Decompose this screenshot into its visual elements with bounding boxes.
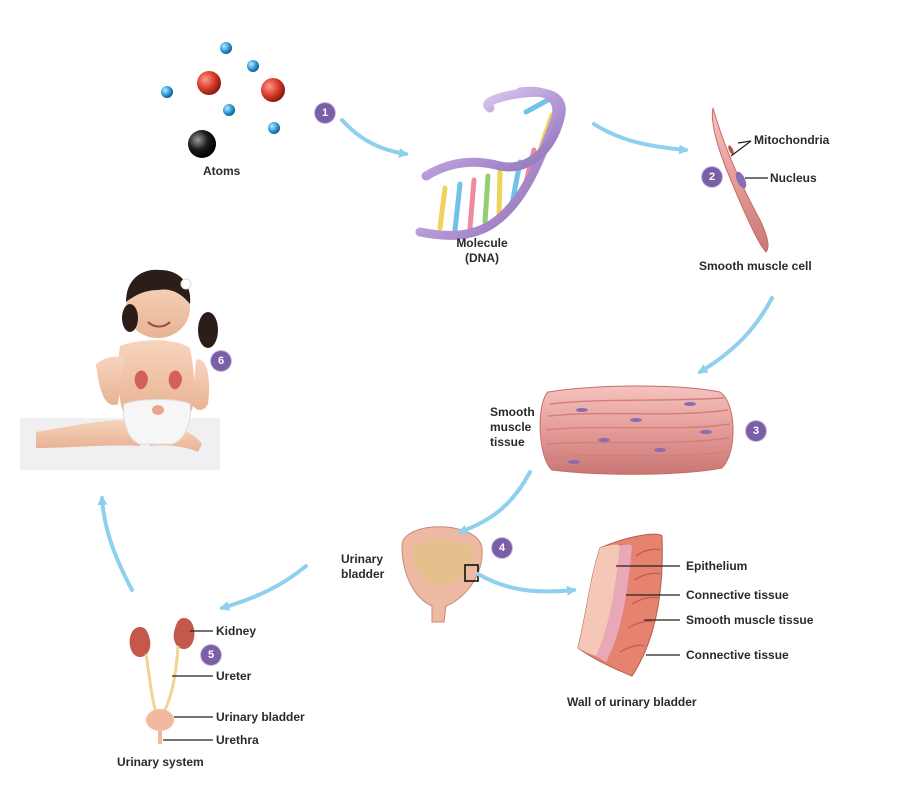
mitochondria-shape: [728, 145, 734, 155]
nucleus-shape: [735, 171, 747, 189]
system-part-ureter-label: Ureter: [216, 669, 252, 683]
atoms-label: Atoms: [203, 164, 241, 178]
wall-layer-connective-tissue-label: Connective tissue: [686, 648, 789, 662]
arrow-molecule-to-cell: [592, 122, 689, 155]
ureter-shape: [144, 653, 158, 713]
tissue-label-line1: Smooth: [490, 405, 535, 419]
molecule-label-line1: Molecule: [456, 236, 508, 250]
wall-of-urinary-bladder-title: Wall of urinary bladder: [567, 695, 697, 709]
urinary-bladder-illustration: [401, 526, 483, 623]
organ-label-line1: Urinary: [341, 552, 384, 566]
small-bladder-shape: [146, 709, 174, 731]
atom-blue: [247, 60, 259, 72]
arrow-organ-to-system: [219, 564, 308, 611]
cell-part-mitochondria-label: Mitochondria: [754, 133, 830, 147]
urinary-system-illustration: [129, 618, 213, 744]
ureter-shape: [162, 645, 180, 713]
smooth-muscle-cell-illustration: [711, 107, 769, 253]
atom-blue: [220, 42, 232, 54]
arrow-organ-to-wall: [476, 572, 577, 596]
molecule-label-line2: (DNA): [465, 251, 499, 265]
system-part-urinary-bladder-label: Urinary bladder: [216, 710, 305, 724]
arrow-atoms-to-molecule: [340, 118, 409, 158]
tissue-label-line3: tissue: [490, 435, 525, 449]
atom-blue: [161, 86, 173, 98]
step-badge-1: 1: [315, 103, 335, 123]
atom-black: [188, 130, 216, 158]
step-badge-4: 4: [492, 538, 512, 558]
step-badge-2: 2: [702, 167, 722, 187]
wall-layer-epithelium-label: Epithelium: [686, 559, 748, 573]
smooth-muscle-tissue-illustration: [539, 385, 734, 475]
molecule-label: Molecule (DNA): [446, 236, 518, 266]
tissue-fibers: [545, 397, 731, 459]
urinary-system-title: Urinary system: [117, 755, 204, 769]
atoms-illustration: [161, 42, 285, 158]
flow-arrows: [97, 118, 774, 611]
cell-part-nucleus-label: Nucleus: [770, 171, 817, 185]
kidney-left-shape: [129, 627, 151, 658]
system-part-kidney-label: Kidney: [216, 624, 257, 638]
organ-label-line2: bladder: [341, 567, 385, 581]
kidney-right-shape: [173, 618, 195, 650]
tissue-nuclei: [568, 402, 712, 464]
system-leader-lines: [163, 630, 213, 741]
step-badge-5: 5: [201, 645, 221, 665]
step-badge-6: 6: [211, 351, 231, 371]
arrow-cell-to-tissue: [697, 296, 774, 374]
wall-muscle-fibers: [619, 548, 661, 653]
smooth-muscle-cell-title: Smooth muscle cell: [699, 259, 812, 273]
tissue-label-line2: muscle: [490, 420, 532, 434]
system-part-urethra-label: Urethra: [216, 733, 259, 747]
bladder-wall-illustration: [577, 533, 680, 677]
wall-leader-lines: [616, 565, 680, 656]
arrow-tissue-to-organ: [457, 470, 532, 535]
wall-layer-smooth-muscle-label: Smooth muscle tissue: [686, 613, 814, 627]
atom-blue: [268, 122, 280, 134]
dna-backbone: [421, 88, 566, 181]
step-badge-3: 3: [746, 421, 766, 441]
atom-red: [197, 71, 221, 95]
wall-layer-connective-tissue-label: Connective tissue: [686, 588, 789, 602]
organism-illustration: [20, 269, 220, 470]
atom-blue: [223, 104, 235, 116]
atom-red: [261, 78, 285, 102]
urinary-bladder-organ-label: Urinary bladder: [341, 552, 384, 582]
smooth-muscle-tissue-label: Smooth muscle tissue: [490, 405, 535, 450]
arrow-system-to-organism: [97, 495, 134, 592]
dna-illustration: [415, 86, 566, 240]
